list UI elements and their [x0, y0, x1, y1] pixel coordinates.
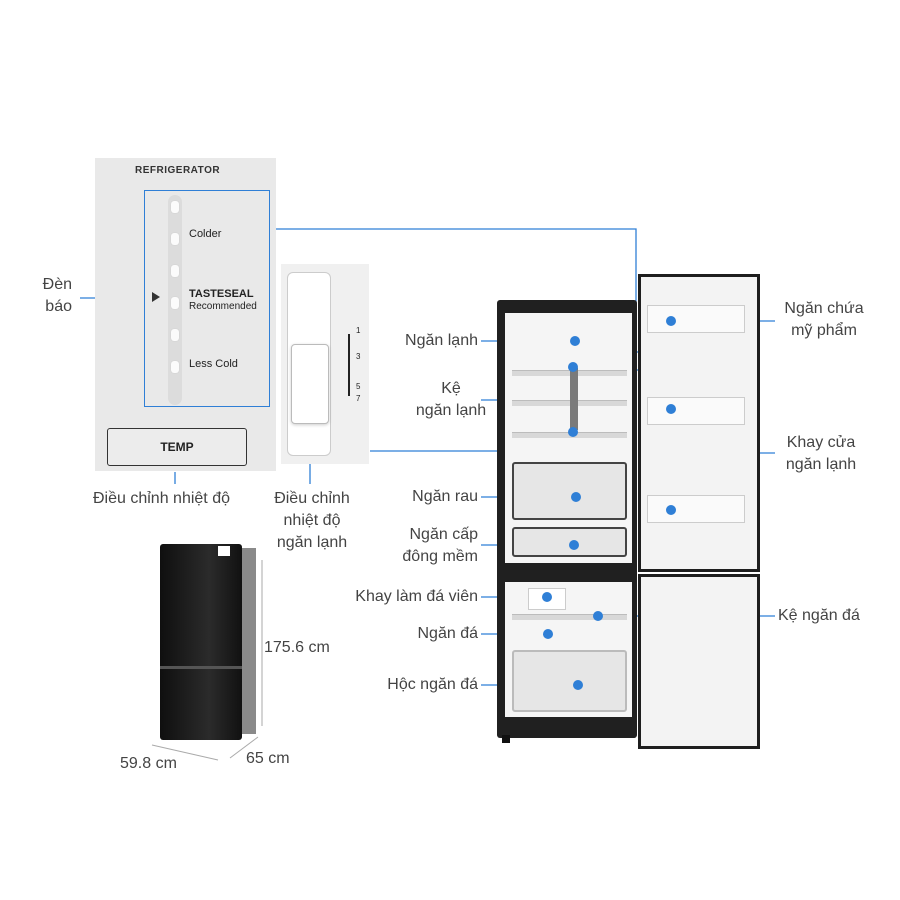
shelf-rail [570, 368, 578, 430]
dimension-depth: 65 cm [246, 750, 290, 767]
less-cold-label: Less Cold [189, 358, 238, 370]
led-indicator [171, 297, 179, 309]
tick-label: 5 [356, 382, 361, 391]
colder-label: Colder [189, 228, 222, 240]
triangle-pointer-icon [152, 292, 160, 302]
dot [569, 540, 579, 550]
door-bin [647, 397, 745, 425]
dim-line-depth [229, 736, 259, 759]
led-indicator [171, 265, 179, 277]
dimension-width: 59.8 cm [120, 755, 177, 772]
upper-compartment [505, 313, 632, 563]
label-ngan-rau: Ngăn rau [412, 488, 478, 505]
slider-scale-bar [348, 334, 350, 396]
tick-label: 3 [356, 352, 361, 361]
temp-button[interactable]: TEMP [107, 428, 247, 466]
led-indicator [171, 361, 179, 373]
slider-knob[interactable] [291, 344, 329, 424]
label-ngan-chua-my-pham: Ngăn chứa mỹ phẩm [784, 300, 864, 339]
label-hoc-ngan-da: Hộc ngăn đá [387, 676, 478, 693]
dot [666, 404, 676, 414]
freezer-shelf [512, 614, 627, 620]
label-khay-cua-ngan-lanh: Khay cửa ngăn lạnh [785, 434, 857, 473]
dim-line-width [151, 744, 219, 761]
led-indicator [171, 233, 179, 245]
dimension-height: 175.6 cm [264, 639, 330, 656]
label-khay-lam-da-vien: Khay làm đá viên [355, 588, 478, 605]
dot [568, 427, 578, 437]
crisper-drawer [512, 462, 627, 520]
chill-drawer [512, 527, 627, 557]
dot [570, 336, 580, 346]
dot [573, 680, 583, 690]
indicator-highlight-box [144, 190, 270, 407]
recommended-label: Recommended [189, 301, 257, 312]
panel-title: REFRIGERATOR [135, 165, 221, 176]
label-dieu-chinh-nhiet-do: Điều chỉnh nhiệt độ [93, 490, 230, 507]
upper-door [638, 274, 760, 572]
tick-label: 7 [356, 394, 361, 403]
dot [543, 629, 553, 639]
fridge-foot [502, 735, 510, 743]
freezer-drawer [512, 650, 627, 712]
label-ke-ngan-lanh: Kệ ngăn lạnh [415, 380, 487, 419]
label-ngan-cap-dong-mem: Ngăn cấp đông mềm [402, 526, 478, 565]
dot [571, 492, 581, 502]
mini-fridge-split [160, 666, 242, 669]
lower-door [638, 574, 760, 749]
label-ngan-lanh: Ngăn lạnh [405, 332, 478, 349]
door-bin [647, 495, 745, 523]
dot [542, 592, 552, 602]
dot [568, 362, 578, 372]
tick-label: 1 [356, 326, 361, 335]
mini-fridge-side [242, 548, 256, 734]
led-indicator [171, 329, 179, 341]
tasteseal-label: TASTESEAL [189, 288, 254, 300]
refrigerator-control-panel: REFRIGERATOR Colder TASTESEAL Recommende… [95, 158, 276, 471]
label-dieu-chinh-ngan-lanh: Điều chỉnh nhiệt độ ngăn lạnh [274, 490, 350, 551]
dot [666, 316, 676, 326]
mini-fridge-front [160, 544, 242, 740]
dot [593, 611, 603, 621]
label-ke-ngan-da: Kệ ngăn đá [778, 607, 860, 624]
shelf [512, 400, 627, 406]
temperature-slider-card: 1 3 5 7 [281, 264, 369, 464]
door-bin [647, 305, 745, 333]
led-strip [168, 195, 182, 405]
label-ngan-da: Ngăn đá [417, 625, 479, 642]
dot [666, 505, 676, 515]
label-den-bao: Đèn báo [42, 276, 72, 315]
led-indicator [171, 201, 179, 213]
energy-label-sticker [218, 546, 230, 556]
